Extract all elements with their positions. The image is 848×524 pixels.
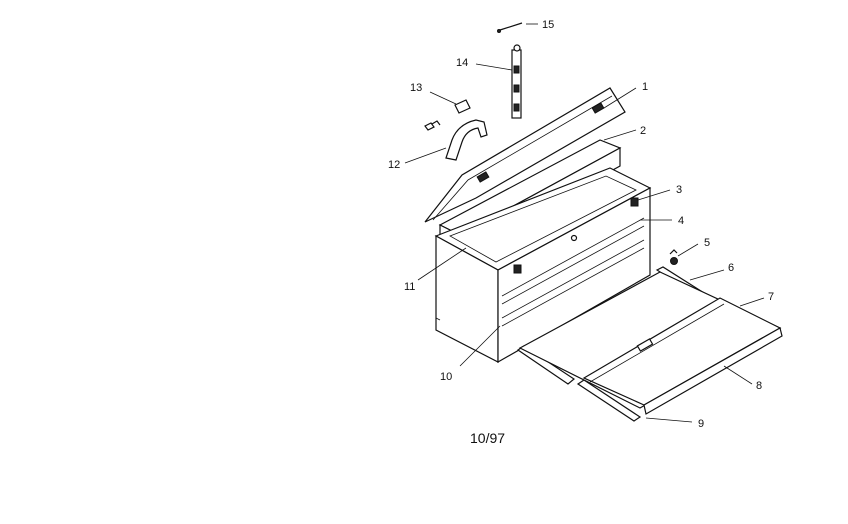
callout-9: 9: [698, 418, 704, 430]
part-15-pin: [497, 22, 523, 33]
callout-7: 7: [768, 291, 774, 303]
chest-body: [434, 167, 652, 364]
callout-2: 2: [640, 125, 646, 137]
part-13-handle-bracket: [454, 99, 471, 114]
callout-6: 6: [728, 262, 734, 274]
callout-8: 8: [756, 380, 762, 392]
callout-14: 14: [456, 57, 468, 69]
callout-11: 11: [404, 281, 415, 293]
part-5-lock: [669, 249, 678, 265]
callout-12: 12: [388, 159, 400, 171]
callout-13: 13: [410, 82, 422, 94]
screws: [424, 120, 441, 131]
callout-1: 1: [642, 81, 648, 93]
callout-4: 4: [678, 215, 684, 227]
diagram-date-code: 10/97: [470, 430, 506, 446]
callout-3: 3: [676, 184, 682, 196]
part-12-handle: [445, 119, 488, 161]
callout-15: 15: [542, 19, 554, 31]
part-14-hinge: [511, 44, 522, 119]
callout-labels: 15 14 13 12 1 2 3 4 5 6 7 8 9 10 11: [388, 19, 774, 430]
leader-lines: [404, 23, 765, 423]
callout-5: 5: [704, 237, 710, 249]
part-7-drawer: [518, 271, 783, 415]
callout-10: 10: [440, 371, 452, 383]
drawer-slides-left: [516, 345, 642, 422]
